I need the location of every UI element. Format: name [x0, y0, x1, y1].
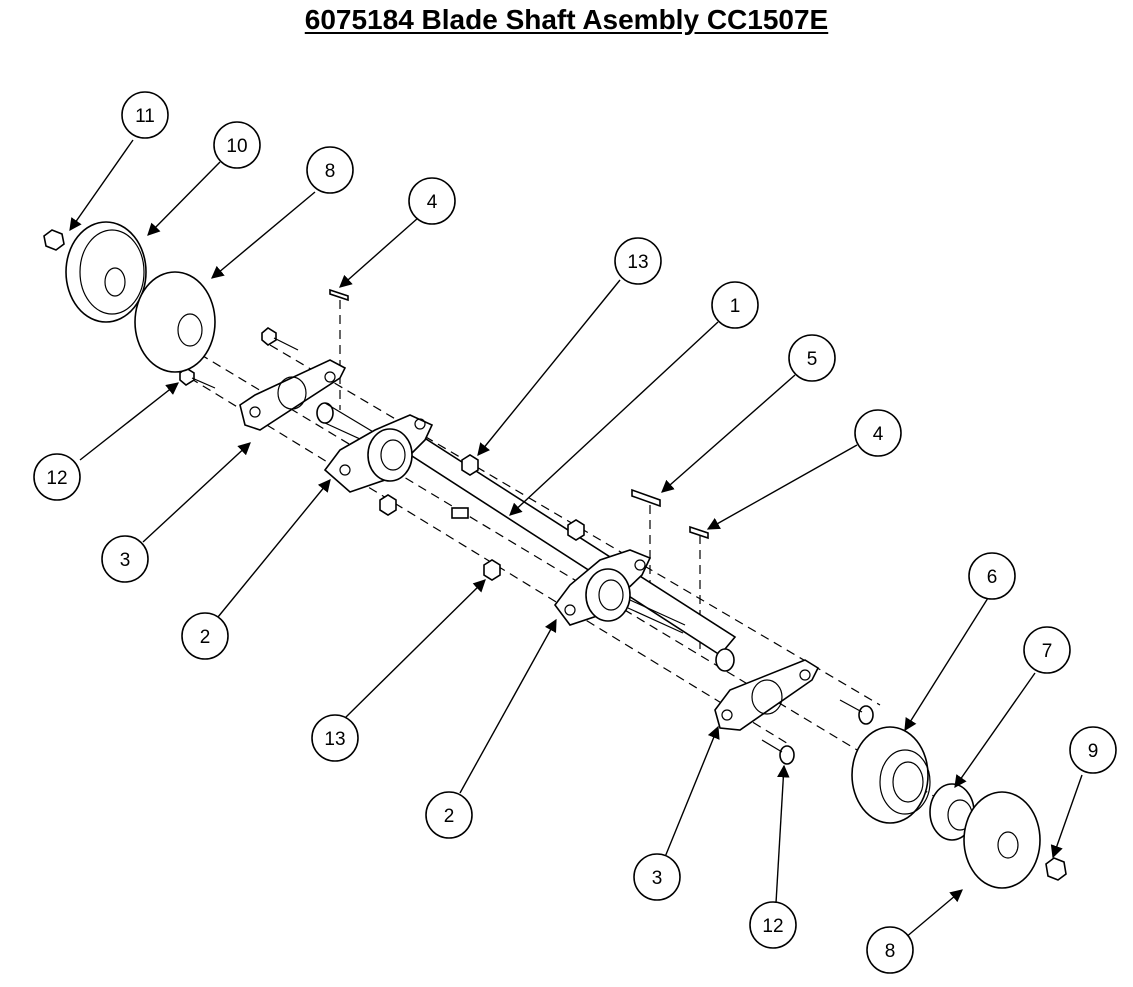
- callout-label: 13: [627, 252, 648, 273]
- callout-label: 3: [652, 868, 663, 889]
- drawing-title: 6075184 Blade Shaft Asembly CC1507E: [304, 4, 829, 35]
- bearing-left: [323, 414, 434, 493]
- callout-label: 5: [807, 349, 818, 370]
- callout-label: 9: [1088, 741, 1099, 762]
- flange-plate-left: [239, 359, 347, 431]
- callout-10: 10: [213, 121, 261, 169]
- callout-label: 6: [987, 567, 998, 588]
- callout-label: 13: [324, 729, 345, 750]
- callout-2: 2: [425, 791, 473, 839]
- callout-4: 4: [854, 409, 902, 457]
- callout-1: 1: [711, 281, 759, 329]
- callout-6: 6: [968, 552, 1016, 600]
- callout-4: 4: [408, 177, 456, 225]
- callout-label: 8: [885, 941, 896, 962]
- callout-label: 12: [46, 468, 67, 489]
- callout-label: 11: [135, 106, 155, 127]
- callout-leaders: [69, 139, 1083, 939]
- callout-label: 4: [427, 192, 438, 213]
- callout-label: 2: [200, 627, 211, 648]
- callout-label: 7: [1042, 641, 1053, 662]
- bearing-right: [554, 549, 652, 626]
- callout-label: 12: [762, 916, 783, 937]
- callout-label: 8: [325, 161, 336, 182]
- callout-label: 4: [873, 424, 884, 445]
- callout-13: 13: [311, 714, 359, 762]
- callout-9: 9: [1069, 726, 1117, 774]
- callout-label: 10: [226, 136, 247, 157]
- flange-plate-right: [714, 659, 820, 731]
- callout-5: 5: [788, 334, 836, 382]
- callout-11: 11: [121, 91, 169, 139]
- callout-8: 8: [306, 146, 354, 194]
- callout-8: 8: [866, 926, 914, 974]
- callout-12: 12: [33, 453, 81, 501]
- callout-3: 3: [101, 535, 149, 583]
- blade-discs-and-pulley: [43, 221, 1067, 889]
- callout-3: 3: [633, 853, 681, 901]
- callout-12: 12: [749, 901, 797, 949]
- callout-label: 3: [120, 550, 131, 571]
- fasteners: [179, 327, 874, 765]
- callout-2: 2: [181, 612, 229, 660]
- callout-7: 7: [1023, 626, 1071, 674]
- callout-label: 1: [730, 296, 741, 317]
- callout-label: 2: [444, 806, 455, 827]
- callout-13: 13: [614, 237, 662, 285]
- shaft-keys: [329, 288, 709, 540]
